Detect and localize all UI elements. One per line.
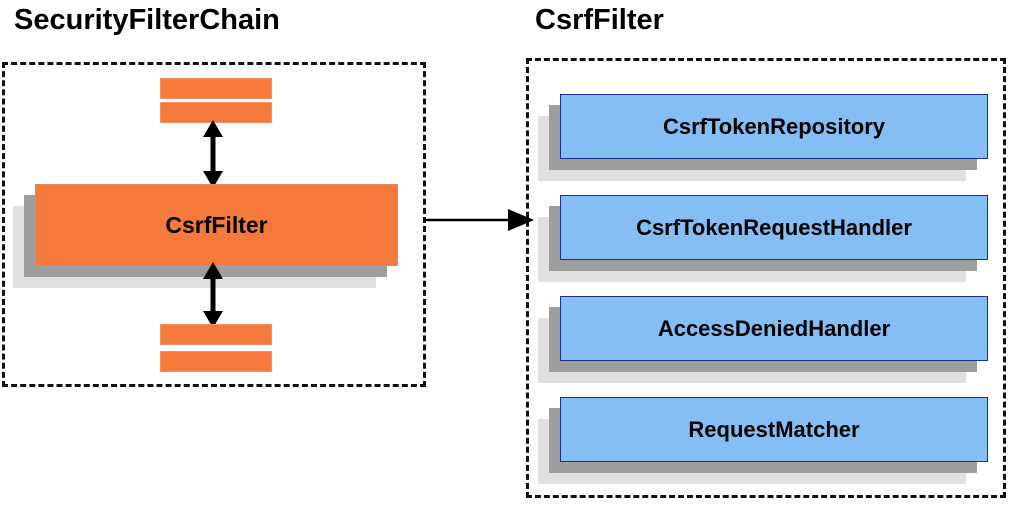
panel-title-csrf-filter: CsrfFilter bbox=[535, 4, 664, 36]
connector-arrow-down bbox=[203, 262, 223, 328]
panel-security-filter-chain bbox=[2, 62, 426, 387]
connector-arrow-up bbox=[203, 120, 223, 188]
component-csrf-filter[interactable]: CsrfFilter bbox=[13, 184, 398, 288]
panel-csrf-filter-detail bbox=[526, 58, 1006, 498]
component-access-denied-handler[interactable]: AccessDeniedHandler bbox=[538, 296, 988, 383]
component-csrf-token-request-handler-label: CsrfTokenRequestHandler bbox=[560, 195, 988, 260]
component-request-matcher-label: RequestMatcher bbox=[560, 397, 988, 462]
component-request-matcher[interactable]: RequestMatcher bbox=[538, 397, 988, 484]
component-access-denied-handler-label: AccessDeniedHandler bbox=[560, 296, 988, 361]
filter-slab-below-2 bbox=[160, 351, 272, 372]
panel-title-security-filter-chain: SecurityFilterChain bbox=[14, 4, 280, 36]
filter-slab-below-1 bbox=[160, 324, 272, 345]
component-csrf-token-repository-label: CsrfTokenRepository bbox=[560, 94, 988, 159]
component-csrf-token-request-handler[interactable]: CsrfTokenRequestHandler bbox=[538, 195, 988, 282]
filter-slab-above-2 bbox=[160, 102, 272, 123]
component-csrf-filter-label: CsrfFilter bbox=[35, 184, 398, 266]
component-csrf-token-repository[interactable]: CsrfTokenRepository bbox=[538, 94, 988, 181]
connector-arrow-expand bbox=[424, 209, 534, 231]
filter-slab-above-1 bbox=[160, 78, 272, 99]
